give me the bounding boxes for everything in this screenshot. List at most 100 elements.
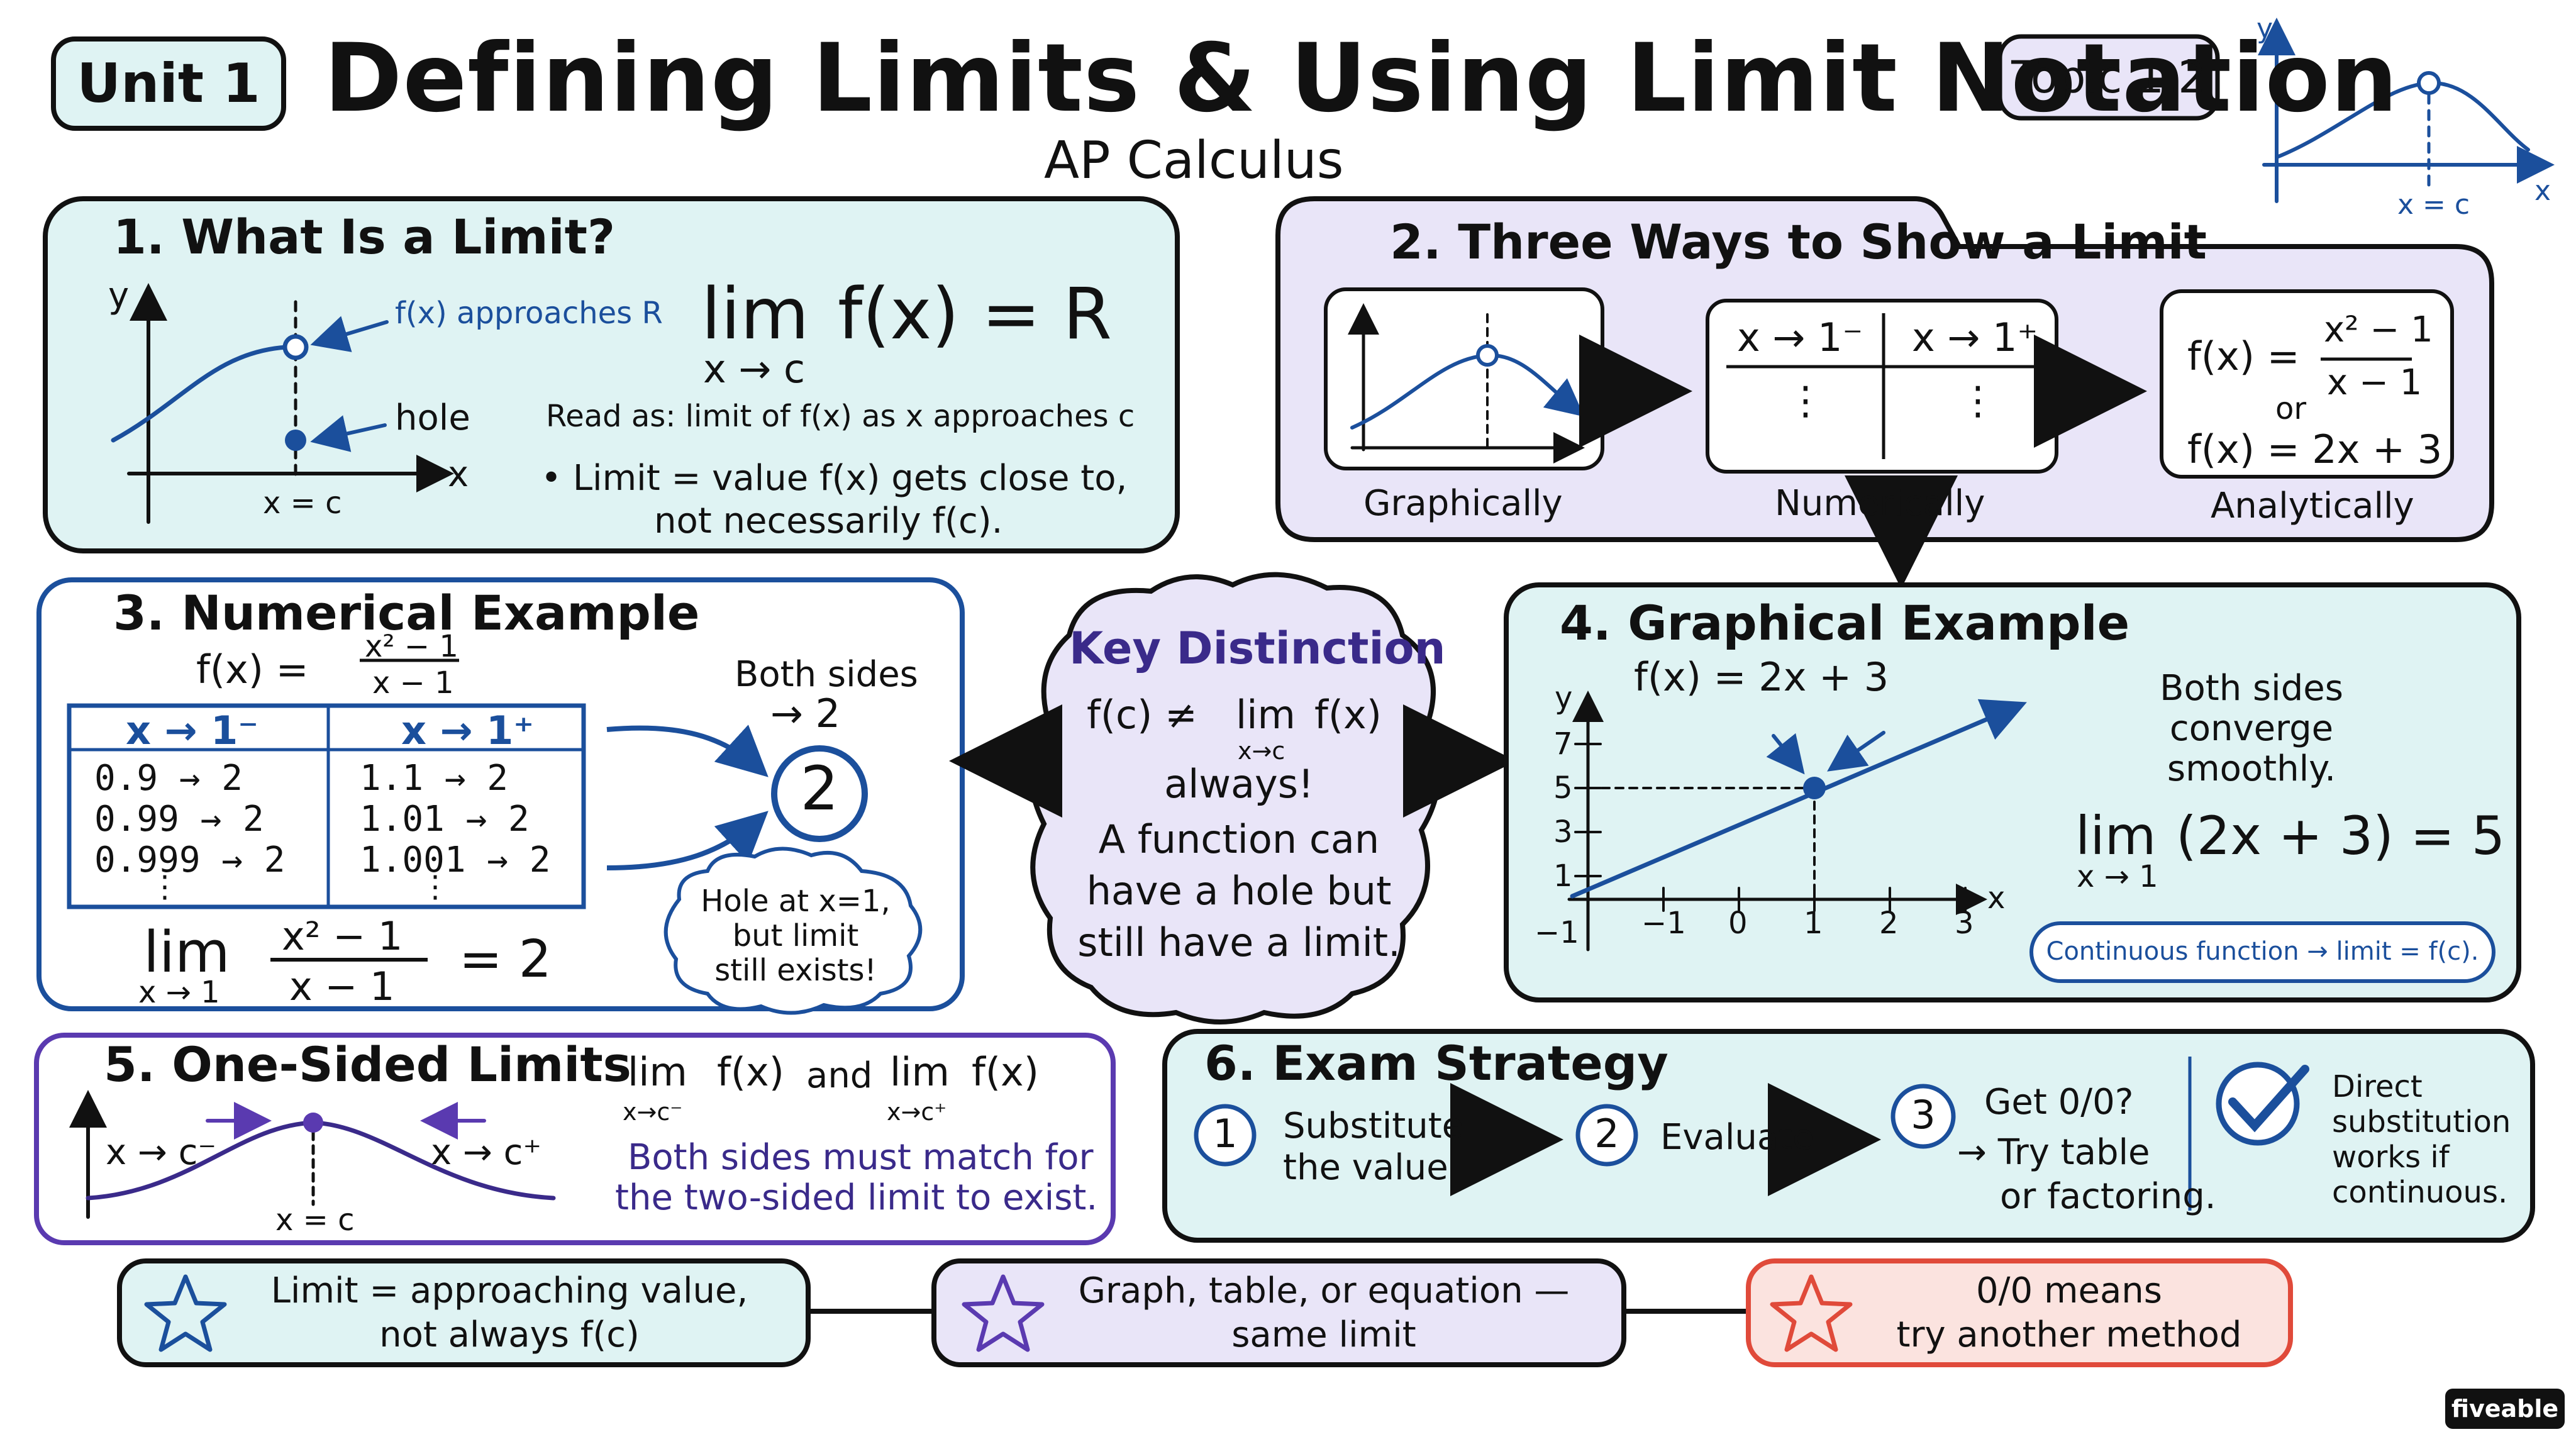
step-3-line-3: or factoring.	[2000, 1176, 2216, 1217]
step-3-circle	[1890, 1084, 1956, 1149]
key-always: always!	[1164, 761, 1314, 807]
approach-note: f(x) approaches R	[395, 296, 663, 331]
footer-card-3-line-2: try another method	[1896, 1314, 2242, 1355]
or-text: or	[2275, 391, 2307, 426]
brand-badge	[2445, 1389, 2565, 1429]
step-3-number: 3	[1911, 1092, 1936, 1138]
panel-3-f-lhs: f(x) =	[196, 647, 309, 692]
cloud-line-2: but limit	[732, 918, 859, 953]
panel-6-title: 6. Exam Strategy	[1204, 1035, 1668, 1091]
one-sided-sub-right: x→c⁺	[887, 1098, 947, 1126]
check-line-3: works if	[2332, 1140, 2450, 1175]
star-icon-purple	[962, 1274, 1045, 1352]
star-icon-red	[1770, 1274, 1853, 1352]
panel-3-f-den: x − 1	[372, 665, 454, 701]
footer-card-2-box	[931, 1258, 1626, 1367]
panel-1-lim-sub: x → c	[703, 346, 806, 392]
panel-4-pill	[2029, 921, 2496, 983]
panel-4-x-label: x	[1987, 880, 2006, 916]
panel-4-lim-word: lim	[2075, 805, 2157, 867]
key-cloud-shape	[1028, 572, 1441, 1024]
x-tick-label: −1	[1641, 906, 1686, 941]
panel-4-lim-sub: x → 1	[2077, 859, 2158, 894]
table-row: 0.9 → 2	[94, 758, 243, 799]
right-approach-label: x → c⁺	[431, 1132, 542, 1173]
key-line-1-rhs: f(x)	[1314, 692, 1382, 738]
key-line-1-lim: lim	[1236, 692, 1296, 738]
panel-3-lim-den: x − 1	[289, 963, 395, 1009]
y-tick-label: 1	[1553, 858, 1573, 894]
table-row: 1.001 → 2	[360, 840, 551, 880]
bullet-line-2: not necessarily f(c).	[654, 501, 1003, 541]
check-line-1: Direct	[2332, 1069, 2423, 1104]
eq1-lhs: f(x) =	[2187, 333, 2300, 379]
unit-badge: Unit 1	[77, 52, 260, 115]
panel-4-box	[1504, 582, 2521, 1002]
y-tick-label: 3	[1553, 814, 1573, 850]
panel-1-graph	[111, 283, 454, 524]
panel-1-x-label: x	[448, 454, 469, 495]
panel-3-lim-num: x² − 1	[282, 913, 403, 959]
panel-2-graph-box	[1324, 287, 1604, 470]
table-row: 0.99 → 2	[94, 799, 264, 840]
key-line-4: still have a limit.	[1077, 919, 1401, 965]
panel-2-title: 2. Three Ways to Show a Limit	[1390, 214, 2207, 270]
panel-3-title: 3. Numerical Example	[113, 585, 700, 641]
panel-4-function: f(x) = 2x + 3	[1634, 654, 1889, 700]
footer-card-3-line-1: 0/0 means	[1976, 1270, 2162, 1311]
table-right-dots: ⋮	[1958, 377, 1997, 423]
continuous-pill-text: Continuous function → limit = f(c).	[2046, 937, 2479, 966]
col-right-header: x → 1⁺	[401, 708, 534, 753]
x-tick-label: 3	[1955, 906, 1974, 941]
corner-y-label: y	[2257, 13, 2273, 45]
col-left-header: x → 1⁻	[126, 708, 258, 753]
step-2-label: Evaluate	[1660, 1117, 1814, 1158]
both-sides-line-2: → 2	[770, 691, 841, 736]
panel-5-graph	[69, 1090, 556, 1219]
footer-card-1-line-2: not always f(c)	[379, 1314, 640, 1355]
step-1-line-2: the value	[1283, 1147, 1448, 1188]
panel-4-graph	[1567, 691, 2027, 952]
footer-card-2-line-2: same limit	[1231, 1314, 1416, 1355]
key-line-2: A function can	[1098, 816, 1380, 862]
topic-badge-box	[1997, 34, 2220, 121]
y-tick-label: −1	[1535, 915, 1579, 950]
one-sided-f-1: f(x)	[717, 1049, 784, 1095]
cloud-shape	[663, 847, 923, 1015]
eq2-text: f(x) = 2x + 3	[2187, 426, 2443, 472]
footer-card-1-box	[117, 1258, 811, 1367]
left-dots: ⋮	[150, 869, 180, 904]
x-tick-label: 1	[1804, 906, 1823, 941]
panel-5-box	[34, 1033, 1116, 1245]
check-line-4: continuous.	[2332, 1175, 2508, 1210]
corner-c-label: x = c	[2397, 189, 2470, 221]
corner-graph	[2258, 18, 2555, 203]
both-sides-line-1: Both sides	[735, 654, 918, 695]
bullet-line-1: • Limit = value f(x) gets close to,	[541, 458, 1128, 499]
cloud-line-1: Hole at x=1,	[701, 884, 891, 919]
topic-badge: Topic 1.2	[2011, 52, 2206, 103]
panel-3-lim-word: lim	[143, 919, 230, 985]
table-row: 1.01 → 2	[360, 799, 530, 840]
panel-1-lim-rhs: f(x) = R	[838, 274, 1112, 355]
right-dots: ⋮	[420, 869, 450, 904]
label-graphically: Graphically	[1363, 483, 1563, 524]
key-line-3: have a hole but	[1086, 868, 1392, 914]
match-note-2: the two-sided limit to exist.	[615, 1177, 1098, 1218]
label-numerically: Numerically	[1775, 483, 1985, 524]
panel-5-title: 5. One-Sided Limits	[104, 1036, 631, 1092]
match-note-1: Both sides must match for	[628, 1137, 1094, 1178]
result-circle	[771, 745, 868, 842]
panel-1-c-label: x = c	[263, 486, 342, 521]
panel-4-lim-rhs: (2x + 3) = 5	[2176, 805, 2506, 867]
panel-1-lim-word: lim	[701, 274, 809, 355]
panel-3-table	[67, 703, 586, 909]
result-value: 2	[800, 753, 839, 824]
step-2-circle	[1575, 1104, 1638, 1167]
table-left-dots: ⋮	[1786, 377, 1825, 423]
one-sided-sub-left: x→c⁻	[623, 1098, 683, 1126]
step-1-circle	[1194, 1104, 1257, 1167]
panel-1-y-label: y	[108, 275, 130, 316]
brand-logo: fiveable	[2451, 1395, 2559, 1423]
